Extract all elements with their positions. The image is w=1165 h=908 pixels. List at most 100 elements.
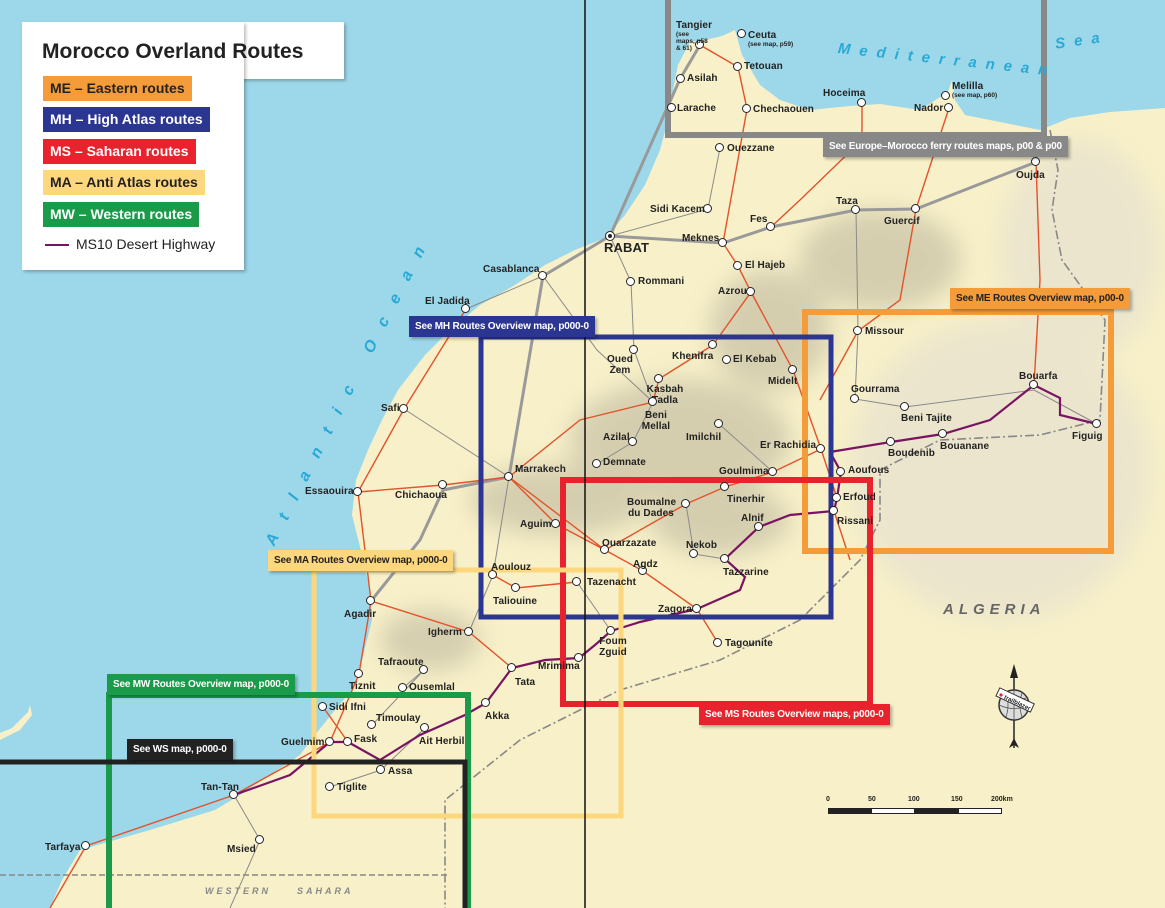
city-marker-kasbah-tadla[interactable] (654, 374, 663, 383)
city-marker-rissani[interactable] (829, 506, 838, 515)
city-marker-rabat[interactable] (605, 231, 615, 241)
city-marker-tetouan[interactable] (733, 62, 742, 71)
city-marker-guelmim[interactable] (325, 737, 334, 746)
city-marker-safi[interactable] (399, 404, 408, 413)
city-marker-el-jadida[interactable] (461, 304, 470, 313)
city-marker-taza[interactable] (851, 205, 860, 214)
me-box-label[interactable]: See ME Routes Overview map, p00-0 (950, 288, 1130, 309)
city-marker-agadir[interactable] (366, 596, 375, 605)
city-marker-ceuta[interactable] (737, 29, 746, 38)
ms-box-label[interactable]: See MS Routes Overview maps, p000-0 (699, 704, 890, 725)
city-marker-chichaoua[interactable] (438, 480, 447, 489)
city-marker-goulmima[interactable] (768, 467, 777, 476)
city-marker-melilla[interactable] (941, 91, 950, 100)
city-marker-agdz[interactable] (638, 566, 647, 575)
mw-box[interactable] (106, 692, 471, 908)
city-marker-assa[interactable] (376, 765, 385, 774)
city-marker-casablanca[interactable] (538, 271, 547, 280)
ma-box-label[interactable]: See MA Routes Overview map, p000-0 (268, 550, 454, 571)
city-marker-midelt[interactable] (788, 365, 797, 374)
city-marker-aoulouz[interactable] (488, 570, 497, 579)
city-marker-oujda[interactable] (1031, 157, 1040, 166)
city-marker-erfoud[interactable] (832, 493, 841, 502)
city-marker-tagounite[interactable] (713, 638, 722, 647)
city-label-rabat: RABAT (604, 240, 650, 255)
legend-item-ms[interactable]: MS – Saharan routes (43, 139, 196, 164)
city-marker-figuig[interactable] (1092, 419, 1101, 428)
me-box[interactable] (802, 309, 1114, 554)
city-marker-el-kebab[interactable] (722, 355, 731, 364)
legend-item-mw[interactable]: MW – Western routes (43, 202, 200, 227)
city-marker-zagora[interactable] (692, 604, 701, 613)
city-marker-tazzarine[interactable] (720, 554, 729, 563)
city-marker-alnif[interactable] (754, 522, 763, 531)
city-marker-igherm[interactable] (464, 627, 473, 636)
city-marker-bouarfa[interactable] (1029, 380, 1038, 389)
city-marker-foum-zguid[interactable] (606, 626, 615, 635)
city-label-er-rachidia: Er Rachidia (760, 440, 817, 451)
city-marker-boumalne-du-dades[interactable] (681, 499, 690, 508)
city-marker-nador[interactable] (944, 103, 953, 112)
city-marker-ousemlal[interactable] (398, 683, 407, 692)
city-marker-chechaouen[interactable] (742, 104, 751, 113)
city-marker-ait-herbil[interactable] (420, 723, 429, 732)
city-marker-tinerhir[interactable] (720, 482, 729, 491)
ferry-box[interactable] (665, 0, 1047, 138)
city-marker-er-rachidia[interactable] (816, 444, 825, 453)
ws-box-label[interactable]: See WS map, p000-0 (127, 739, 233, 760)
city-marker-bouanane[interactable] (938, 429, 947, 438)
city-marker-ouezzane[interactable] (715, 143, 724, 152)
city-marker-asilah[interactable] (676, 74, 685, 83)
city-marker-fes[interactable] (766, 222, 775, 231)
city-marker-tazenacht[interactable] (572, 577, 581, 586)
ws-box[interactable] (0, 759, 468, 908)
city-marker-tiglite[interactable] (325, 782, 334, 791)
city-label-missour: Missour (865, 326, 905, 337)
city-marker-tan-tan[interactable] (229, 790, 238, 799)
city-marker-sidi-ifni[interactable] (318, 702, 327, 711)
city-marker-tafraoute[interactable] (419, 665, 428, 674)
city-marker-oued-zem[interactable] (629, 345, 638, 354)
city-marker-boudenib[interactable] (886, 437, 895, 446)
city-marker-msied[interactable] (255, 835, 264, 844)
city-marker-imilchil[interactable] (714, 419, 723, 428)
city-marker-mrimima[interactable] (574, 653, 583, 662)
mw-box-label[interactable]: See MW Routes Overview map, p000-0 (107, 674, 296, 695)
city-marker-sidi-kacem[interactable] (703, 204, 712, 213)
legend-item-mh[interactable]: MH – High Atlas routes (43, 107, 210, 132)
city-marker-timoulay[interactable] (367, 720, 376, 729)
legend-item-me[interactable]: ME – Eastern routes (43, 76, 192, 101)
city-marker-larache[interactable] (667, 103, 676, 112)
city-label-ceuta: Ceuta (748, 30, 777, 41)
city-marker-tata[interactable] (507, 663, 516, 672)
city-marker-missour[interactable] (853, 326, 862, 335)
city-marker-demnate[interactable] (592, 459, 601, 468)
city-marker-meknes[interactable] (718, 238, 727, 247)
city-marker-ouarzazate[interactable] (600, 545, 609, 554)
city-marker-tangier[interactable] (695, 40, 704, 49)
city-marker-guercif[interactable] (911, 204, 920, 213)
city-marker-khenifra[interactable] (708, 340, 717, 349)
city-marker-rommani[interactable] (626, 277, 635, 286)
city-marker-essaouira[interactable] (353, 487, 362, 496)
city-marker-marrakech[interactable] (504, 472, 513, 481)
city-marker-fask[interactable] (343, 737, 352, 746)
city-marker-tiznit[interactable] (354, 669, 363, 678)
city-marker-beni-mellal[interactable] (648, 397, 657, 406)
city-marker-tarfaya[interactable] (81, 841, 90, 850)
city-marker-aguim[interactable] (551, 519, 560, 528)
city-marker-taliouine[interactable] (511, 583, 520, 592)
city-marker-beni-tajite[interactable] (900, 402, 909, 411)
city-marker-azilal[interactable] (628, 437, 637, 446)
legend-item-ma[interactable]: MA – Anti Atlas routes (43, 170, 205, 195)
ferry-box-label[interactable]: See Europe–Morocco ferry routes maps, p0… (823, 136, 1068, 157)
city-marker-akka[interactable] (481, 698, 490, 707)
city-marker-azrou[interactable] (746, 287, 755, 296)
city-marker-el-hajeb[interactable] (733, 261, 742, 270)
city-marker-hoceima[interactable] (857, 98, 866, 107)
mh-box-label[interactable]: See MH Routes Overview map, p000-0 (409, 316, 595, 337)
city-label-midelt: Midelt (768, 376, 798, 387)
city-marker-aoufous[interactable] (836, 467, 845, 476)
city-marker-nekob[interactable] (689, 549, 698, 558)
city-marker-gourrama[interactable] (850, 394, 859, 403)
